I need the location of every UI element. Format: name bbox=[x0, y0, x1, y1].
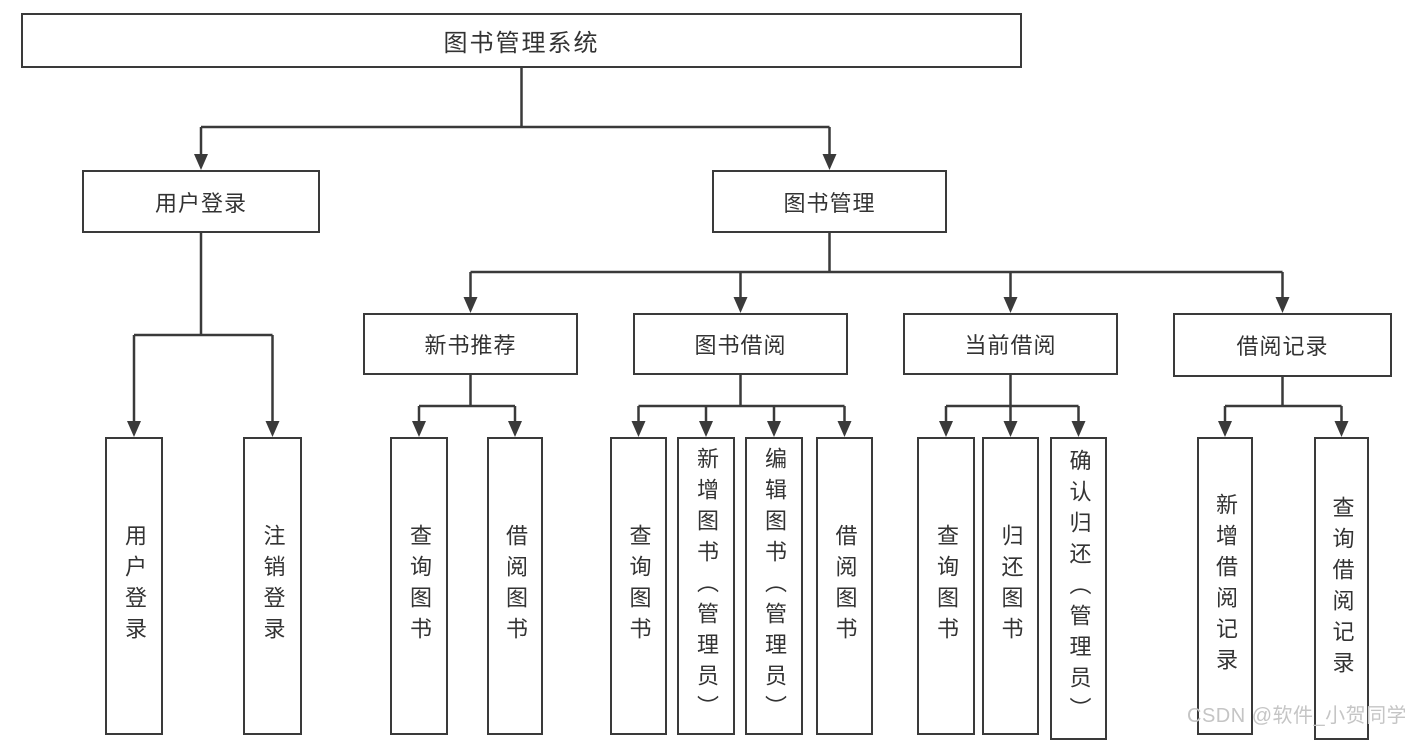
node-book-borrow: 图书借阅 bbox=[633, 313, 848, 375]
leaf-borrow-books-recommend: 借阅图书 bbox=[487, 437, 543, 735]
arrow-down-icon bbox=[463, 297, 478, 313]
edge-current-to-leaves bbox=[939, 375, 1086, 437]
arrow-down-icon bbox=[194, 154, 208, 170]
leaf-logout: 注销登录 bbox=[243, 437, 302, 735]
arrow-down-icon bbox=[767, 421, 781, 437]
arrow-down-icon bbox=[412, 421, 426, 437]
edge-records-to-leaves bbox=[1218, 375, 1349, 437]
arrow-down-icon bbox=[1275, 297, 1290, 313]
edge-mgmt-to-level3 bbox=[463, 233, 1290, 313]
leaf-add-book-admin: 新增图书（管理员） bbox=[677, 437, 735, 735]
arrow-down-icon bbox=[508, 421, 522, 437]
edge-root-to-level2 bbox=[194, 68, 837, 170]
arrow-down-icon bbox=[822, 154, 837, 170]
arrow-down-icon bbox=[265, 421, 280, 437]
leaf-add-borrow-record: 新增借阅记录 bbox=[1197, 437, 1253, 735]
edge-login-to-leaves bbox=[127, 233, 280, 437]
arrow-down-icon bbox=[127, 421, 141, 437]
leaf-query-books-current: 查询图书 bbox=[917, 437, 975, 735]
arrow-down-icon bbox=[837, 421, 852, 437]
leaf-edit-book-admin: 编辑图书（管理员） bbox=[745, 437, 803, 735]
arrow-down-icon bbox=[1071, 421, 1086, 437]
leaf-user-login: 用户登录 bbox=[105, 437, 163, 735]
leaf-query-books-borrow: 查询图书 bbox=[610, 437, 667, 735]
node-new-book-recommend: 新书推荐 bbox=[363, 313, 578, 375]
watermark: CSDN @软件_小贺同学 bbox=[1187, 705, 1405, 727]
node-root: 图书管理系统 bbox=[21, 13, 1022, 68]
node-user-login: 用户登录 bbox=[82, 170, 320, 233]
edge-borrow-to-leaves bbox=[631, 375, 852, 437]
leaf-confirm-return-admin: 确认归还（管理员） bbox=[1050, 437, 1107, 740]
arrow-down-icon bbox=[1003, 297, 1018, 313]
leaf-query-borrow-record: 查询借阅记录 bbox=[1314, 437, 1369, 740]
node-book-management: 图书管理 bbox=[712, 170, 947, 233]
arrow-down-icon bbox=[939, 421, 953, 437]
node-borrow-records: 借阅记录 bbox=[1173, 313, 1392, 377]
leaf-borrow-books-borrow: 借阅图书 bbox=[816, 437, 873, 735]
arrow-down-icon bbox=[1334, 421, 1349, 437]
arrow-down-icon bbox=[631, 421, 646, 437]
node-current-borrow: 当前借阅 bbox=[903, 313, 1118, 375]
arrow-down-icon bbox=[733, 297, 748, 313]
arrow-down-icon bbox=[1003, 421, 1018, 437]
leaf-return-book: 归还图书 bbox=[982, 437, 1039, 735]
edge-recommend-to-leaves bbox=[412, 375, 522, 437]
arrow-down-icon bbox=[699, 421, 713, 437]
leaf-query-books-recommend: 查询图书 bbox=[390, 437, 448, 735]
arrow-down-icon bbox=[1218, 421, 1232, 437]
